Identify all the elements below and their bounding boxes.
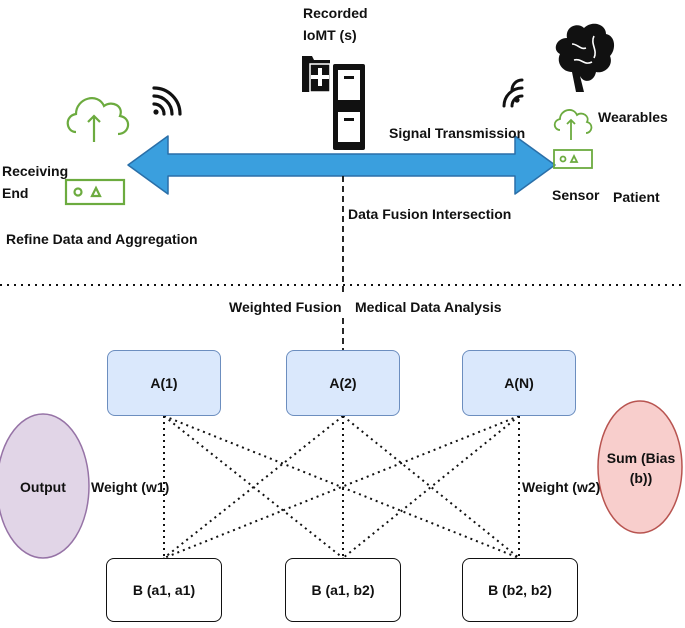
receiving-end-label: Receiving End (2, 163, 69, 201)
b-node-2: B (a1, b2) (285, 558, 401, 622)
wifi-signal-icon (152, 86, 182, 116)
b-node-1: B (a1, a1) (106, 558, 222, 622)
brain-icon (555, 23, 615, 93)
weighted-fusion-label: Weighted Fusion (229, 299, 342, 315)
wearables-label: Wearables (598, 109, 668, 125)
recorded-iomt-label: Recorded IoMT (s) (303, 5, 368, 43)
b-node-3: B (b2, b2) (462, 558, 578, 622)
medical-data-analysis-label: Medical Data Analysis (355, 299, 502, 315)
sensor-device-icon (553, 109, 593, 169)
weight-w1-label: Weight (w1) (91, 479, 170, 495)
output-label: Output (20, 479, 66, 495)
medical-folder-icon (302, 56, 331, 93)
data-fusion-intersection-label: Data Fusion Intersection (348, 206, 512, 222)
a-node-2: A(2) (286, 350, 400, 416)
sum-bias-label: Sum (Bias (b)) (606, 450, 676, 486)
sum-bias-node-shape (597, 400, 683, 534)
receiving-server-icon (64, 97, 130, 206)
a-node-1: A(1) (107, 350, 221, 416)
sensor-label: Sensor (552, 187, 600, 203)
refine-data-label: Refine Data and Aggregation (6, 231, 198, 247)
weight-w2-label: Weight (w2) (522, 479, 601, 495)
fusion-mesh (163, 415, 520, 559)
patient-label: Patient (613, 189, 660, 205)
signal-transmission-arrow (127, 135, 556, 195)
signal-transmission-label: Signal Transmission (389, 125, 526, 141)
a-node-n: A(N) (462, 350, 576, 416)
cabinet-icon (333, 64, 365, 150)
output-node-shape (0, 413, 90, 559)
wifi-signal-icon-right (502, 78, 524, 108)
